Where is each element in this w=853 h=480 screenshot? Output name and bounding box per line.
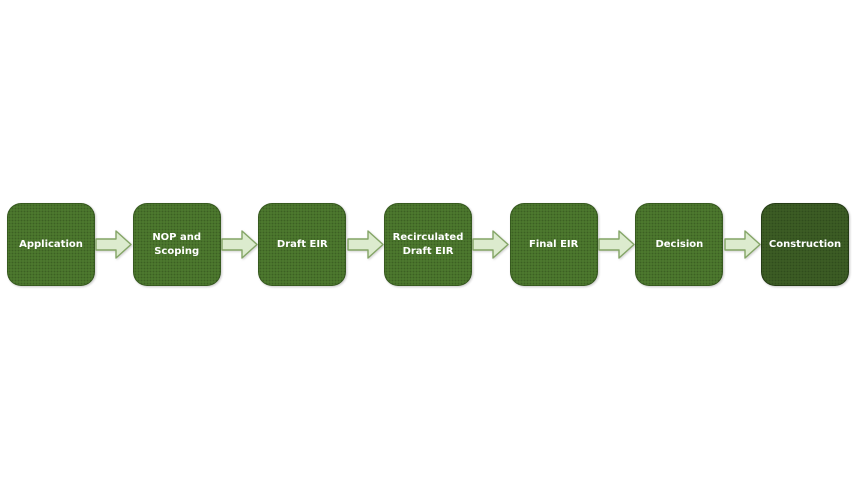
flow-connector-6 bbox=[723, 203, 761, 286]
flow-connector-4 bbox=[472, 203, 510, 286]
step-recirculated-draft-eir: Recirculated Draft EIR bbox=[384, 203, 473, 286]
right-arrow-icon bbox=[221, 230, 258, 259]
flow-connector-2 bbox=[221, 203, 259, 286]
step-nop-and-scoping-label: NOP and Scoping bbox=[152, 232, 202, 257]
step-decision: Decision bbox=[635, 203, 724, 286]
step-construction-label: Construction bbox=[768, 238, 842, 250]
step-recirculated-draft-eir-label: Recirculated Draft EIR bbox=[392, 232, 464, 257]
step-draft-eir: Draft EIR bbox=[258, 203, 347, 286]
step-construction: Construction bbox=[761, 203, 850, 286]
step-final-eir-label: Final EIR bbox=[529, 238, 579, 250]
right-arrow-icon bbox=[95, 230, 133, 259]
right-arrow-icon bbox=[346, 230, 384, 259]
right-arrow-icon bbox=[472, 230, 510, 259]
step-nop-and-scoping: NOP and Scoping bbox=[132, 203, 221, 286]
step-application-label: Application bbox=[19, 238, 83, 250]
right-arrow-icon bbox=[598, 230, 635, 259]
process-flow: Application NOP and Scoping Draft EIR Re… bbox=[7, 203, 850, 286]
step-draft-eir-label: Draft EIR bbox=[276, 238, 328, 250]
step-application: Application bbox=[7, 203, 95, 286]
flow-connector-1 bbox=[95, 203, 133, 286]
flow-connector-5 bbox=[598, 203, 636, 286]
step-final-eir: Final EIR bbox=[509, 203, 598, 286]
right-arrow-icon bbox=[723, 230, 761, 259]
step-decision-label: Decision bbox=[655, 238, 704, 250]
flow-connector-3 bbox=[346, 203, 384, 286]
